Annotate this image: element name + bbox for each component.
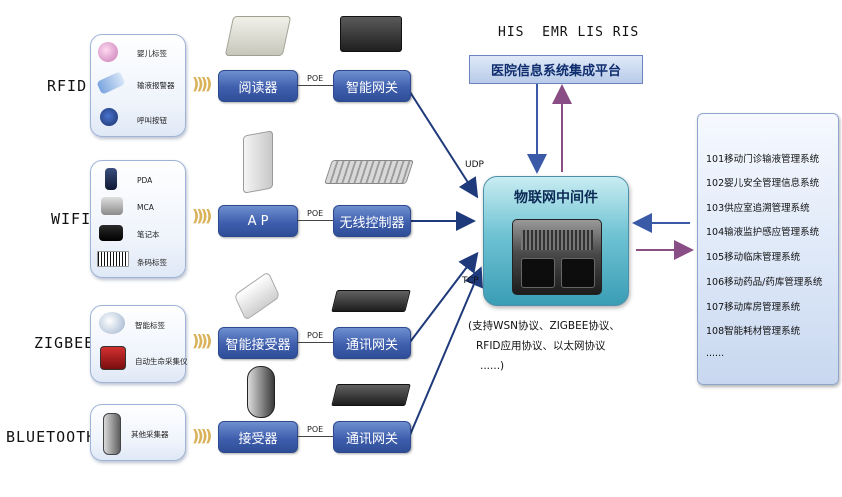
poe-label: POE [307, 74, 324, 83]
smart-gateway-device-icon [340, 16, 402, 52]
call-button-icon [100, 108, 118, 126]
signal-waves-icon: )))) [192, 331, 212, 350]
integration-platform-box: 医院信息系统集成平台 [469, 55, 643, 84]
card-item: 婴儿标签 [137, 49, 167, 58]
device-card-wifi: PDA MCA 笔记本 条码标签 [90, 160, 186, 278]
mca-icon [101, 197, 123, 215]
udp-label: UDP [465, 160, 484, 170]
tech-label-rfid: RFID [47, 77, 88, 95]
signal-waves-icon: )))) [192, 206, 212, 225]
comm-gateway-device-icon [331, 290, 411, 312]
poe-label: POE [307, 209, 324, 218]
poe-label: POE [307, 331, 324, 340]
arrow-bluetooth-gateway [409, 266, 483, 436]
rfid-reader-device-icon [224, 16, 292, 56]
card-item: 笔记本 [137, 230, 160, 239]
poe-label: POE [307, 425, 324, 434]
arrow-rfid-gateway [409, 91, 479, 199]
card-item: 条码标签 [137, 258, 167, 267]
tech-label-wifi: WIFI [51, 210, 92, 228]
card-item: 输液报警器 [137, 81, 175, 90]
system-item: 101移动门诊输液管理系统 [706, 154, 820, 165]
card-item: 呼叫按钮 [137, 116, 167, 125]
system-item: 105移动临床管理系统 [706, 252, 801, 263]
pda-icon [105, 168, 117, 190]
system-item: 108智能耗材管理系统 [706, 326, 801, 337]
device-card-zigbee: 智能标签 自动生命采集仪 [90, 305, 188, 383]
other-collector-icon [103, 413, 121, 455]
middleware-title: 物联网中间件 [514, 190, 598, 206]
server-bay-icon [521, 258, 555, 288]
node-wireless-controller: 无线控制器 [333, 205, 411, 237]
tech-label-zigbee: ZIGBEE [34, 334, 95, 352]
poe-link-line [297, 85, 335, 86]
system-item: 102婴儿安全管理信息系统 [706, 178, 820, 189]
device-card-rfid: 婴儿标签 输液报警器 呼叫按钮 [90, 34, 186, 137]
infusion-alarm-icon [96, 71, 126, 95]
node-zigbee-gateway: 通讯网关 [333, 327, 411, 359]
comm-gateway-device-icon [331, 384, 411, 406]
bluetooth-receiver-device-icon [247, 366, 275, 418]
application-systems-panel: 101移动门诊输液管理系统 102婴儿安全管理信息系统 103供应室追溯管理系统… [697, 113, 839, 385]
server-grille-icon [521, 230, 593, 250]
system-item: 104输液监护感应管理系统 [706, 227, 820, 238]
poe-link-line [297, 436, 335, 437]
middleware-box: 物联网中间件 [483, 176, 629, 306]
access-point-device-icon [243, 130, 273, 194]
node-smart-receiver: 智能接受器 [218, 327, 298, 359]
node-wifi-ap: A P [218, 205, 298, 237]
device-card-bluetooth: 其他采集器 [90, 404, 186, 461]
system-item: 106移动药品/药库管理系统 [706, 277, 823, 288]
card-item: 智能标签 [135, 321, 165, 330]
tcp-label: TCP [462, 276, 479, 286]
smart-tag-icon [99, 312, 125, 334]
systems-label: HIS EMR LIS RIS [498, 25, 640, 40]
card-item: 其他采集器 [131, 430, 169, 439]
server-bay-icon [561, 258, 595, 288]
system-item: 107移动库房管理系统 [706, 302, 801, 313]
card-item: MCA [137, 203, 154, 212]
wireless-controller-device-icon [324, 160, 414, 184]
node-bluetooth-gateway: 通讯网关 [333, 421, 411, 453]
tech-label-bluetooth: BLUETOOTH [6, 428, 97, 446]
middleware-server-icon [512, 219, 602, 295]
protocol-note-line: (支持WSN协议、ZIGBEE协议、 [468, 320, 620, 332]
system-item: 103供应室追溯管理系统 [706, 203, 810, 214]
protocol-note-line: RFID应用协议、以太网协议 [476, 340, 606, 352]
laptop-icon [99, 225, 123, 241]
card-item: PDA [137, 176, 153, 185]
barcode-tag-icon [97, 251, 129, 267]
signal-waves-icon: )))) [192, 74, 212, 93]
node-rfid-gateway: 智能网关 [333, 70, 411, 102]
arrow-zigbee-gateway [409, 251, 479, 343]
poe-link-line [297, 220, 335, 221]
card-item: 自动生命采集仪 [135, 357, 188, 366]
node-bluetooth-receiver: 接受器 [218, 421, 298, 453]
baby-tag-icon [98, 42, 118, 62]
poe-link-line [297, 342, 335, 343]
node-rfid-reader: 阅读器 [218, 70, 298, 102]
signal-waves-icon: )))) [192, 426, 212, 445]
protocol-note-line: ......) [480, 360, 505, 372]
system-item: ...... [706, 348, 725, 359]
vital-signs-collector-icon [100, 346, 126, 370]
